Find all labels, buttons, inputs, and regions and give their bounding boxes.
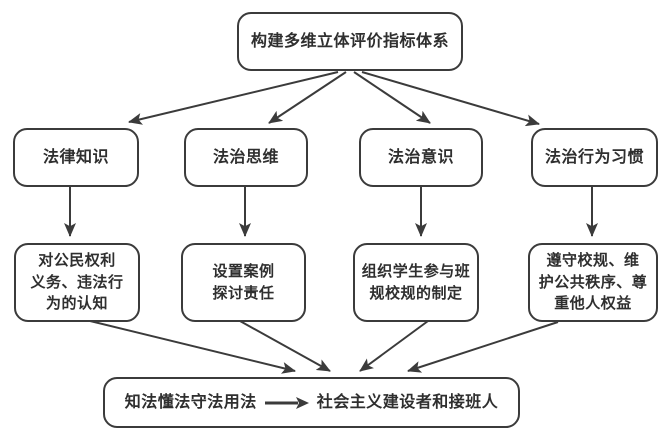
- dimension-label: 法治意识: [387, 148, 454, 166]
- outcome-node: 知法懂法守法用法 社会主义建设者和接班人: [103, 377, 520, 428]
- edge-root-to-dim3: [361, 71, 540, 127]
- detail-node-rights-cognition: 对公民权利 义务、违法行 为的认知: [14, 243, 140, 322]
- edge-detail3-to-outcome: [407, 321, 559, 373]
- root-label: 构建多维立体评价指标体系: [250, 32, 449, 50]
- detail-label: 遵守校规、维 护公共秩序、尊 重他人权益: [538, 251, 648, 313]
- detail-node-observe-rules: 遵守校规、维 护公共秩序、尊 重他人权益: [528, 243, 658, 322]
- edge-detail1-to-outcome: [239, 320, 331, 372]
- outcome-right-label: 社会主义建设者和接班人: [316, 393, 499, 411]
- dimension-label: 法治思维: [212, 148, 279, 166]
- edge-root-to-dim2: [353, 71, 431, 124]
- outcome-content: 知法懂法守法用法 社会主义建设者和接班人: [105, 391, 518, 414]
- leads-to-arrow-icon: [264, 396, 309, 409]
- root-node: 构建多维立体评价指标体系: [237, 12, 463, 71]
- detail-node-case-discussion: 设置案例 探讨责任: [181, 243, 306, 322]
- dimension-node-rule-of-law-awareness: 法治意识: [359, 128, 483, 187]
- dimension-node-legal-knowledge: 法律知识: [13, 128, 139, 187]
- edge-root-to-dim1: [268, 71, 347, 124]
- dimension-label: 法律知识: [42, 148, 109, 166]
- detail-label: 组织学生参与班 规校规的制定: [361, 262, 471, 302]
- dimension-node-rule-of-law-habits: 法治行为习惯: [531, 128, 658, 187]
- detail-label: 对公民权利 义务、违法行 为的认知: [30, 251, 124, 313]
- edge-root-to-dim0: [128, 71, 339, 125]
- outcome-left-label: 知法懂法守法用法: [124, 393, 257, 411]
- detail-node-rules-participation: 组织学生参与班 规校规的制定: [353, 243, 479, 322]
- edge-detail0-to-outcome: [85, 319, 296, 374]
- dimension-node-rule-of-law-thinking: 法治思维: [184, 128, 308, 187]
- edge-detail2-to-outcome: [359, 320, 429, 372]
- dimension-label: 法治行为习惯: [544, 148, 644, 166]
- detail-label: 设置案例 探讨责任: [212, 262, 275, 302]
